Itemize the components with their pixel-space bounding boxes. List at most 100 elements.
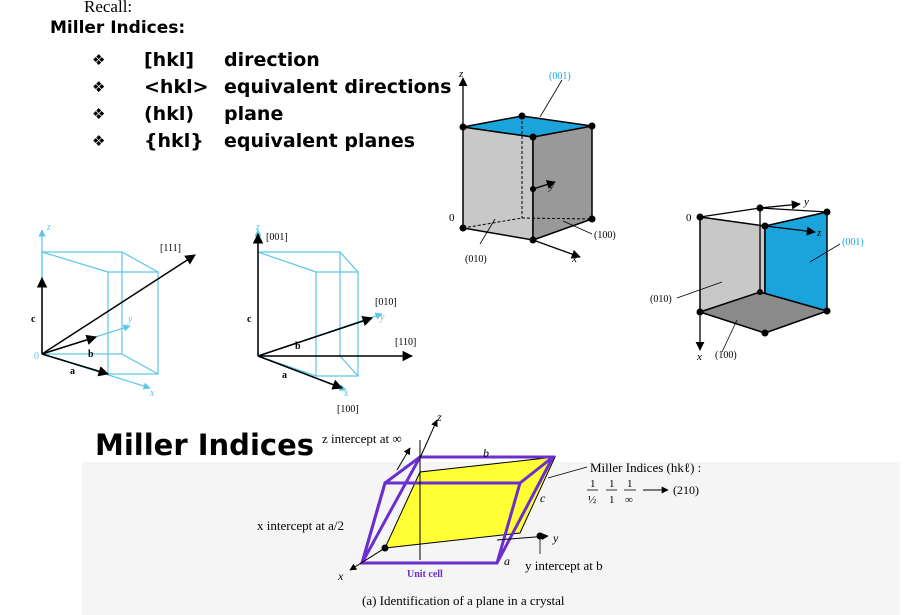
- diamond-bullet-icon: ❖: [92, 131, 106, 150]
- axis-label-y: y: [127, 314, 133, 325]
- plane-label-100: (100): [594, 230, 616, 241]
- unit-cell-outline: [359, 455, 556, 565]
- bullet-item: ❖ (hkl) plane: [92, 100, 451, 127]
- lattice-point: [530, 186, 536, 192]
- bullet-meaning: equivalent planes: [224, 129, 416, 152]
- axis-label-x: x: [337, 569, 344, 583]
- lattice-point: [588, 122, 596, 130]
- cube-planes-right: y z x 0 (001) (010) (100): [650, 196, 864, 363]
- bullet-meaning: plane: [224, 102, 284, 125]
- cube-edge: [41, 251, 109, 273]
- direction-100-arrow: [257, 355, 343, 390]
- plane-label-010: (010): [465, 254, 487, 265]
- frac1-den: ½: [588, 494, 596, 506]
- bullet-meaning: direction: [224, 48, 320, 71]
- recall-label: Recall:: [84, 0, 133, 16]
- bullet-item: ❖ [hkl] direction: [92, 46, 451, 73]
- bullet-symbol: <hkl>: [144, 75, 209, 98]
- direction-label-001: [001]: [266, 232, 288, 243]
- lattice-point: [529, 133, 537, 141]
- plane-label-001: (001): [549, 71, 571, 82]
- axis-label-z: z: [255, 222, 260, 233]
- plane-label-001: (001): [842, 237, 864, 248]
- axis-label-z: z: [436, 410, 442, 424]
- frac2-den: 1: [609, 494, 615, 506]
- x-axis: [349, 547, 386, 571]
- bullet-meaning: equivalent directions: [224, 75, 452, 98]
- direction-111-arrow: [41, 254, 196, 355]
- z-intercept-label: z intercept at ∞: [322, 431, 402, 446]
- lattice-point: [761, 222, 769, 230]
- leader-line: [479, 218, 496, 245]
- diamond-bullet-icon: ❖: [92, 77, 106, 96]
- frac3-num: 1: [627, 478, 633, 490]
- edge-label-a: a: [504, 554, 510, 568]
- vector-label-c: c: [31, 314, 36, 325]
- x-intercept-point: [381, 544, 389, 552]
- x-axis: [532, 239, 581, 259]
- axis-label-z: z: [46, 222, 51, 233]
- diamond-bullet-icon: ❖: [92, 50, 106, 69]
- direction-label-010: [010]: [375, 297, 397, 308]
- lattice-point: [459, 123, 467, 131]
- plane-210: [384, 456, 556, 549]
- y-axis: [759, 200, 801, 210]
- frac3-den: ∞: [625, 494, 633, 506]
- leader-line: [562, 220, 593, 235]
- cube-edge: [121, 251, 159, 273]
- lattice-point: [696, 308, 704, 316]
- section-heading: Miller Indices:: [50, 18, 186, 38]
- direction-label-100: [100]: [337, 404, 359, 415]
- vector-label-b: b: [88, 349, 94, 360]
- face-100-right: [532, 125, 593, 242]
- z-intercept-arrow: [396, 447, 411, 471]
- lattice-point: [757, 289, 763, 295]
- bullet-item: ❖ <hkl> equivalent directions: [92, 73, 451, 100]
- direction-cube-multi: z y x [001] [010] [110] [100] c a b: [247, 222, 416, 415]
- lattice-point: [529, 236, 537, 244]
- x-intercept-label: x intercept at a/2: [257, 518, 344, 533]
- origin-label: 0: [34, 351, 39, 362]
- lattice-point: [518, 112, 526, 120]
- y-axis: [532, 180, 556, 190]
- lattice-point: [696, 213, 704, 221]
- axis-label-x: x: [696, 351, 702, 363]
- bullet-list: ❖ [hkl] direction ❖ <hkl> equivalent dir…: [92, 46, 451, 154]
- vector-label-b: b: [295, 341, 301, 352]
- origin-label: 0: [449, 212, 455, 224]
- direction-010-arrow: [257, 316, 373, 357]
- lattice-point: [756, 204, 764, 212]
- vector-label-a: a: [70, 366, 75, 377]
- vector-b: [41, 334, 98, 355]
- axis-label-y: y: [803, 196, 809, 208]
- diamond-bullet-icon: ❖: [92, 104, 106, 123]
- leader-line: [809, 243, 841, 263]
- edge: [759, 207, 828, 213]
- cube-front-face: [315, 271, 359, 377]
- leader-line: [676, 281, 723, 299]
- cube-edge: [257, 251, 317, 273]
- frac1-num: 1: [590, 478, 596, 490]
- frac2-num: 1: [609, 478, 615, 490]
- plane-identification-diagram: z intercept at ∞ x intercept at a/2 y in…: [82, 410, 900, 615]
- plane-label-100: (100): [715, 350, 737, 361]
- vector-label-c: c: [247, 314, 252, 325]
- hidden-edge: [521, 217, 593, 220]
- unit-cell-label: Unit cell: [407, 569, 443, 580]
- vector-a: [41, 353, 110, 377]
- lattice-point: [823, 307, 831, 315]
- miller-indices-title: Miller Indices: [95, 428, 315, 462]
- z-axis: [764, 225, 816, 236]
- leader-line: [721, 319, 738, 353]
- lattice-point: [823, 208, 831, 216]
- edge-label-c: c: [540, 491, 546, 505]
- cube-back-face: [41, 251, 123, 355]
- direction-label-111: [111]: [160, 243, 181, 254]
- direction-label-110: [110]: [395, 337, 416, 348]
- cube-front-face: [107, 271, 159, 375]
- bullet-symbol: [hkl]: [144, 48, 195, 71]
- z-axis-arrow: [419, 419, 438, 459]
- axis-label-y: y: [379, 312, 385, 323]
- bullet-symbol: {hkl}: [144, 129, 204, 152]
